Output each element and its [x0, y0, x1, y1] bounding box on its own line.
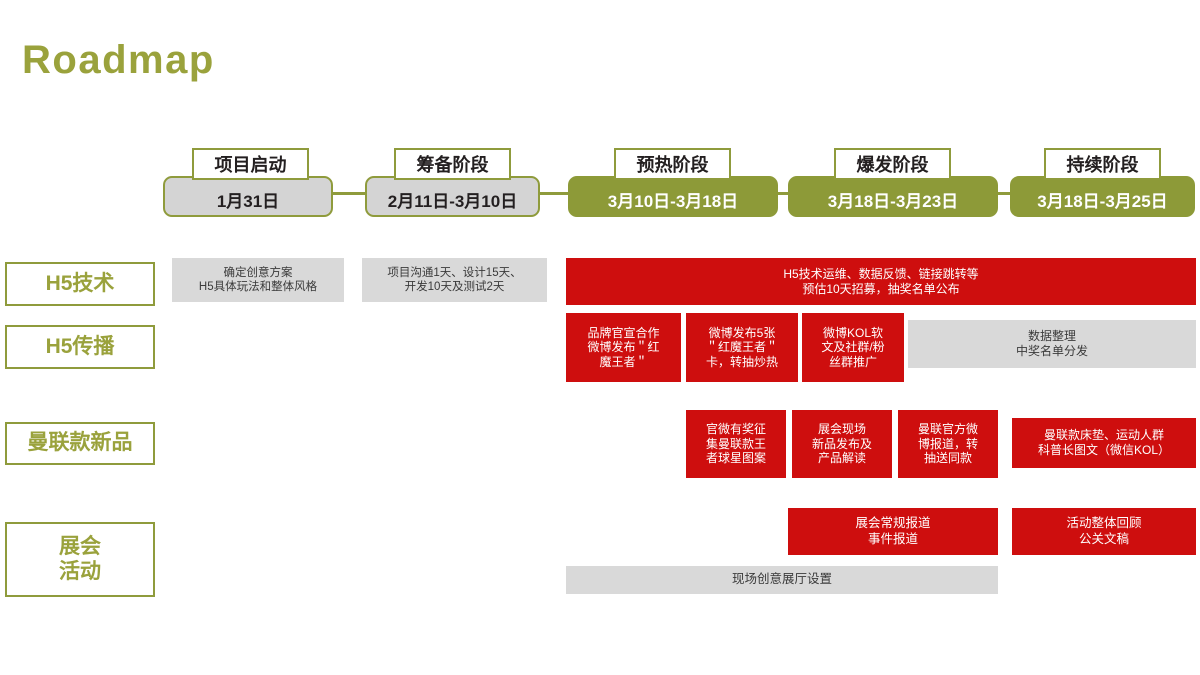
row-label-exhibition[interactable]: 展会 活动 [5, 522, 155, 597]
task-cell-newproduct-1-text: 官微有奖征 集曼联款王 者球星图案 [705, 422, 766, 466]
timeline-connector-1 [325, 192, 370, 195]
timeline-phase-4[interactable]: 3月18日-3月23日 [788, 176, 998, 217]
timeline-phase-1-label[interactable]: 项目启动 [192, 148, 309, 180]
task-cell-exhibition-3[interactable]: 现场创意展厅设置 [566, 566, 998, 594]
task-cell-h5tech-1-text: 确定创意方案 H5具体玩法和整体风格 [198, 266, 318, 293]
timeline-phase-4-label[interactable]: 爆发阶段 [834, 148, 951, 180]
timeline-phase-3-label[interactable]: 预热阶段 [614, 148, 731, 180]
task-cell-h5tech-2[interactable]: 项目沟通1天、设计15天、 开发10天及测试2天 [362, 258, 547, 302]
task-cell-exhibition-1-text: 展会常规报道 事件报道 [855, 516, 931, 546]
row-label-exhibition-line1: 展会 [59, 535, 101, 559]
timeline-phase-4-label-text: 爆发阶段 [856, 155, 929, 175]
timeline-phase-3-label-text: 预热阶段 [636, 155, 709, 175]
timeline-connector-2 [538, 192, 573, 195]
timeline-phase-3-date: 3月10日-3月18日 [607, 192, 739, 211]
timeline-connector-3 [775, 192, 793, 195]
timeline-phase-1-date: 1月31日 [216, 192, 280, 211]
task-cell-h5spread-2-text: 微博发布5张 ＂红魔王者＂ 卡，转抽炒热 [705, 325, 778, 369]
task-cell-exhibition-3-text: 现场创意展厅设置 [731, 572, 832, 587]
task-cell-h5spread-4-text: 数据整理 中奖名单分发 [1015, 329, 1088, 358]
row-label-new-product[interactable]: 曼联款新品 [5, 422, 155, 465]
timeline-phase-2[interactable]: 2月11日-3月10日 [365, 176, 540, 217]
row-label-h5-spread[interactable]: H5传播 [5, 325, 155, 369]
task-cell-h5spread-1[interactable]: 品牌官宣合作 微博发布＂红 魔王者＂ [566, 313, 681, 382]
task-cell-newproduct-2-text: 展会现场 新品发布及 产品解读 [811, 422, 872, 466]
timeline-phase-4-date: 3月18日-3月23日 [827, 192, 959, 211]
timeline-phase-2-label[interactable]: 筹备阶段 [394, 148, 511, 180]
task-cell-h5tech-3-text: H5技术运维、数据反馈、链接跳转等 预估10天招募，抽奖名单公布 [783, 266, 979, 296]
page-title: Roadmap [22, 38, 215, 82]
task-cell-newproduct-3[interactable]: 曼联官方微 博报道，转 抽送同款 [898, 410, 998, 478]
timeline-phase-2-label-text: 筹备阶段 [416, 155, 489, 175]
task-cell-h5tech-3[interactable]: H5技术运维、数据反馈、链接跳转等 预估10天招募，抽奖名单公布 [566, 258, 1196, 305]
timeline-phase-5[interactable]: 3月18日-3月25日 [1010, 176, 1195, 217]
task-cell-h5spread-2[interactable]: 微博发布5张 ＂红魔王者＂ 卡，转抽炒热 [686, 313, 798, 382]
task-cell-newproduct-2[interactable]: 展会现场 新品发布及 产品解读 [792, 410, 892, 478]
task-cell-h5tech-2-text: 项目沟通1天、设计15天、 开发10天及测试2天 [387, 266, 522, 293]
task-cell-newproduct-1[interactable]: 官微有奖征 集曼联款王 者球星图案 [686, 410, 786, 478]
row-label-h5-tech[interactable]: H5技术 [5, 262, 155, 306]
row-label-exhibition-line2: 活动 [59, 559, 101, 583]
timeline-phase-5-label[interactable]: 持续阶段 [1044, 148, 1161, 180]
task-cell-newproduct-3-text: 曼联官方微 博报道，转 抽送同款 [917, 422, 978, 466]
task-cell-h5tech-1[interactable]: 确定创意方案 H5具体玩法和整体风格 [172, 258, 344, 302]
row-label-new-product-text: 曼联款新品 [27, 431, 133, 455]
timeline-phase-1[interactable]: 1月31日 [163, 176, 333, 217]
timeline-connector-4 [990, 192, 1015, 195]
row-label-h5-tech-text: H5技术 [45, 271, 115, 295]
timeline-phase-3[interactable]: 3月10日-3月18日 [568, 176, 778, 217]
task-cell-exhibition-2-text: 活动整体回顾 公关文稿 [1066, 516, 1142, 546]
task-cell-h5spread-3[interactable]: 微博KOL软 文及社群/粉 丝群推广 [802, 313, 904, 382]
row-label-h5-spread-text: H5传播 [45, 334, 115, 358]
task-cell-newproduct-4[interactable]: 曼联款床垫、运动人群 科普长图文（微信KOL） [1012, 418, 1196, 468]
task-cell-h5spread-1-text: 品牌官宣合作 微博发布＂红 魔王者＂ [587, 325, 660, 369]
timeline-phase-5-date: 3月18日-3月25日 [1037, 192, 1168, 211]
task-cell-h5spread-4[interactable]: 数据整理 中奖名单分发 [908, 320, 1196, 368]
task-cell-exhibition-2[interactable]: 活动整体回顾 公关文稿 [1012, 508, 1196, 555]
timeline-phase-2-date: 2月11日-3月10日 [387, 192, 518, 211]
timeline-phase-1-label-text: 项目启动 [214, 155, 287, 175]
task-cell-exhibition-1[interactable]: 展会常规报道 事件报道 [788, 508, 998, 555]
task-cell-h5spread-3-text: 微博KOL软 文及社群/粉 丝群推广 [821, 325, 885, 369]
timeline-phase-5-label-text: 持续阶段 [1066, 155, 1139, 175]
task-cell-newproduct-4-text: 曼联款床垫、运动人群 科普长图文（微信KOL） [1037, 428, 1170, 457]
